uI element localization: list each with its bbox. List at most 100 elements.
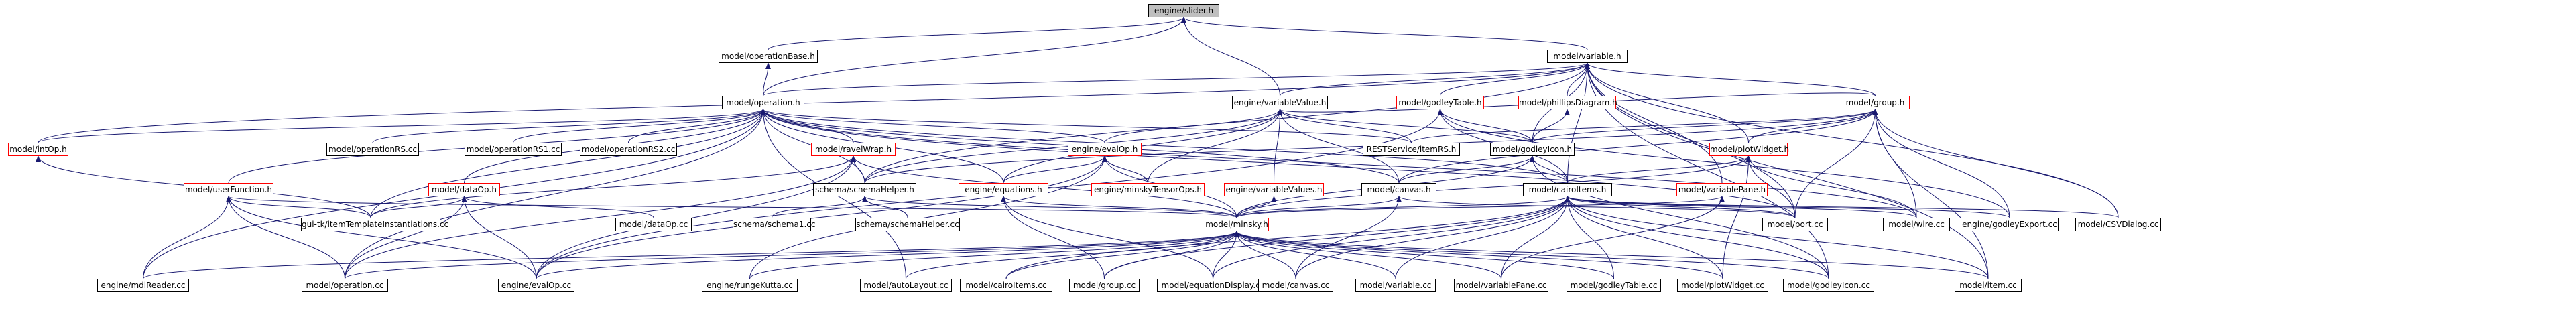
- edge-group-to-variable: [1585, 62, 1876, 96]
- edge-canvash-to-varvalue: [1277, 109, 1400, 184]
- node-godleyiconcc[interactable]: model/godleyIcon.cc: [1783, 279, 1874, 292]
- node-mdlreader[interactable]: engine/mdlReader.cc: [97, 279, 189, 292]
- node-dataopcc[interactable]: model/dataOp.cc: [615, 218, 692, 231]
- node-oprs2[interactable]: model/operationRS2.cc: [580, 143, 677, 156]
- edge-csvdialog-to-group: [1872, 109, 2119, 218]
- node-intop[interactable]: model/intOp.h: [8, 143, 68, 156]
- node-group[interactable]: model/group.h: [1841, 96, 1910, 109]
- node-godleytable[interactable]: model/godleyTable.h: [1396, 96, 1484, 109]
- edge-autolayout-to-minsky: [906, 231, 1239, 279]
- edge-minsky-to-varpane: [1236, 196, 1725, 218]
- edge-canvascc-to-cairoitemsh: [1295, 196, 1571, 279]
- edge-restservice-to-group: [1411, 109, 1878, 143]
- edge-evalop-to-varvalue: [1104, 109, 1283, 143]
- edge-canvash-to-godleyicon: [1398, 155, 1535, 184]
- node-rungekutta[interactable]: engine/rungeKutta.cc: [702, 279, 798, 292]
- node-varvalue[interactable]: engine/variableValue.h: [1232, 96, 1328, 109]
- edge-varpanecc-to-varpane: [1501, 196, 1725, 279]
- edge-portcc-to-operation: [760, 109, 1796, 218]
- edge-mdlreader-to-userfunc: [143, 196, 231, 279]
- edge-variablecc-to-minsky: [1234, 231, 1396, 279]
- edge-varpane-to-variable: [1585, 62, 1723, 184]
- node-variable[interactable]: model/variable.h: [1547, 50, 1628, 63]
- node-restservice[interactable]: RESTService/itemRS.h: [1363, 143, 1460, 156]
- edge-evalopcc-to-minsky: [536, 231, 1239, 279]
- edge-oprs-to-operation: [372, 109, 766, 143]
- edge-guitk-to-operation: [370, 109, 766, 218]
- edge-minsky-to-cairoitemsh: [1236, 196, 1571, 218]
- node-evalop[interactable]: engine/evalOp.h: [1068, 143, 1142, 156]
- node-dataop[interactable]: model/dataOp.h: [428, 183, 500, 196]
- edge-godleyicon-to-phillips: [1532, 109, 1570, 143]
- node-godleytablecc[interactable]: model/godleyTable.cc: [1567, 279, 1661, 292]
- node-userfunc[interactable]: model/userFunction.h: [184, 183, 273, 196]
- node-schemahelpercc[interactable]: schema/schemaHelper.cc: [855, 218, 960, 231]
- node-itemcc[interactable]: model/item.cc: [1955, 279, 2022, 292]
- node-eqdisplay[interactable]: model/equationDisplay.cc: [1157, 279, 1269, 292]
- edge-operationcc-to-minsky: [345, 231, 1239, 279]
- node-plotwidgetcc[interactable]: model/plotWidget.cc: [1677, 279, 1768, 292]
- node-canvascc[interactable]: model/canvas.cc: [1258, 279, 1333, 292]
- node-cairoitemscc[interactable]: model/cairoItems.cc: [960, 279, 1052, 292]
- node-ravelwrap[interactable]: model/ravelWrap.h: [811, 143, 896, 156]
- edge-intop-to-variable: [38, 62, 1590, 143]
- node-varpane[interactable]: model/variablePane.h: [1676, 183, 1768, 196]
- edge-evalop-to-operation: [760, 109, 1105, 143]
- edge-restservice-to-varvalue: [1277, 109, 1412, 143]
- edge-godleyicon-to-group: [1532, 109, 1878, 143]
- edge-cairoitemsh-to-variable: [1567, 62, 1590, 184]
- edge-godleyiconcc-to-minsky: [1234, 231, 1829, 279]
- node-oprs[interactable]: model/operationRS.cc: [326, 143, 419, 156]
- node-plotwidget[interactable]: model/plotWidget.h: [1709, 143, 1789, 156]
- node-varvalues[interactable]: engine/variableValues.h: [1224, 183, 1324, 196]
- node-guitk[interactable]: gui-tk/itemTemplateInstantiations.cc: [301, 218, 448, 231]
- node-godleyexport[interactable]: engine/godleyExport.cc: [1961, 218, 2059, 231]
- edge-portcc-to-canvash: [1396, 196, 1796, 218]
- node-minsky[interactable]: model/minsky.h: [1205, 218, 1269, 231]
- node-portcc[interactable]: model/port.cc: [1762, 218, 1828, 231]
- edge-minsky-to-plotwidget: [1236, 155, 1752, 218]
- node-opbase[interactable]: model/operationBase.h: [719, 50, 818, 63]
- edge-csvdialog-to-variable: [1585, 62, 2119, 218]
- node-schema1[interactable]: schema/schema1.cc: [733, 218, 815, 231]
- edge-varvalues-to-varvalue: [1274, 109, 1283, 184]
- node-slider[interactable]: engine/slider.h: [1148, 4, 1219, 17]
- edge-minsky-to-equations: [1001, 196, 1237, 218]
- edge-minskytensor-to-varvalue: [1148, 109, 1283, 184]
- node-godleyicon[interactable]: model/godleyIcon.h: [1490, 143, 1575, 156]
- node-evalopcc[interactable]: engine/evalOp.cc: [498, 279, 574, 292]
- edge-evalopcc-to-ravelwrap: [536, 155, 856, 279]
- node-autolayout[interactable]: model/autoLayout.cc: [860, 279, 952, 292]
- node-wirecc[interactable]: model/wire.cc: [1883, 218, 1950, 231]
- edge-operation-to-opbase: [763, 62, 771, 96]
- node-schemahelper[interactable]: schema/schemaHelper.h: [813, 183, 916, 196]
- edge-operationcc-to-dataop: [345, 196, 467, 279]
- edge-cairoitemscc-to-cairoitemsh: [1005, 196, 1571, 279]
- edge-variable-to-slider: [1181, 17, 1588, 50]
- node-operationcc[interactable]: model/operation.cc: [302, 279, 388, 292]
- edge-operationcc-to-userfunc: [226, 196, 345, 279]
- edge-groupcc-to-equations: [1001, 196, 1105, 279]
- edge-godleyiconcc-to-godleyicon: [1530, 155, 1829, 279]
- edge-evalopcc-to-evalop: [536, 155, 1107, 279]
- node-variablecc[interactable]: model/variable.cc: [1355, 279, 1436, 292]
- edge-godleytablecc-to-cairoitemsh: [1565, 196, 1614, 279]
- edge-opbase-to-slider: [768, 17, 1186, 50]
- edge-plotwidgetcc-to-cairoitemsh: [1565, 196, 1723, 279]
- node-csvdialog[interactable]: model/CSVDialog.cc: [2075, 218, 2161, 231]
- node-equations[interactable]: engine/equations.h: [959, 183, 1048, 196]
- node-varpanecc[interactable]: model/variablePane.cc: [1454, 279, 1548, 292]
- node-oprs1[interactable]: model/operationRS1.cc: [465, 143, 562, 156]
- edge-canvascc-to-canvash: [1295, 196, 1402, 279]
- node-phillips[interactable]: model/phillipsDiagram.h: [1518, 96, 1617, 109]
- edge-operationcc-to-operation: [345, 109, 766, 279]
- edge-canvascc-to-minsky: [1234, 231, 1296, 279]
- node-canvash[interactable]: model/canvas.h: [1361, 183, 1436, 196]
- edge-guitk-to-userfunc: [226, 196, 371, 218]
- edge-schemahelpercc-to-schemahelper: [862, 196, 908, 218]
- node-operation[interactable]: model/operation.h: [722, 96, 804, 109]
- node-cairoitemsh[interactable]: model/cairoItems.h: [1523, 183, 1612, 196]
- node-minskytensor[interactable]: engine/minskyTensorOps.h: [1091, 183, 1205, 196]
- node-groupcc[interactable]: model/group.cc: [1069, 279, 1140, 292]
